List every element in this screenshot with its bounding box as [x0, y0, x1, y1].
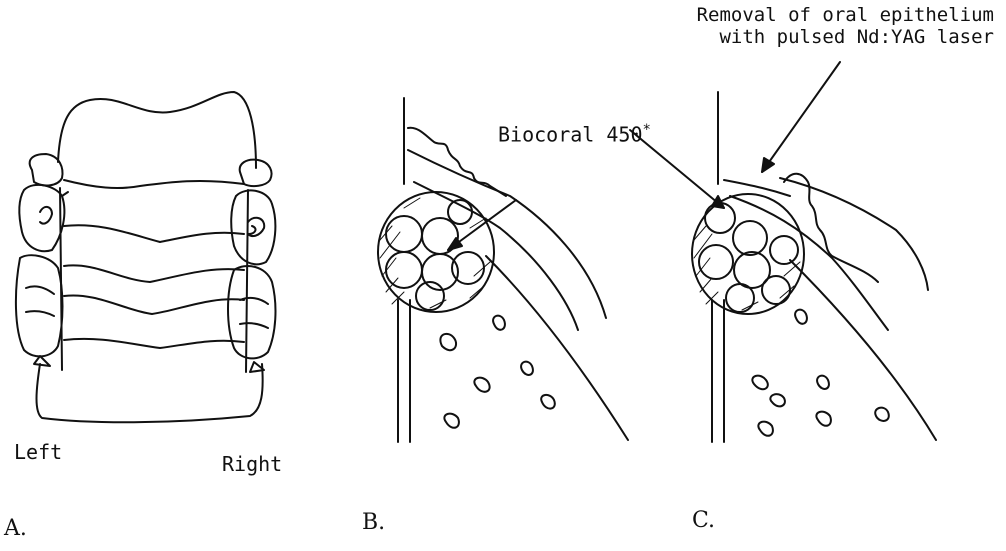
panel-c-drawing — [630, 62, 936, 442]
ridge-contour-3 — [64, 265, 244, 282]
biocoral-label: Biocoral 450* — [498, 122, 651, 147]
biocoral-arrowhead-b — [448, 238, 462, 250]
ridge-contour-2 — [64, 225, 244, 242]
bone-trabeculae-c — [752, 310, 888, 436]
bone-crest-line — [486, 256, 628, 440]
graft-particles — [386, 200, 484, 310]
biocoral-label-mark: * — [643, 122, 651, 138]
ridge-contour-4 — [64, 295, 244, 314]
panel-c-letter: C. — [692, 508, 715, 533]
biocoral-label-text: Biocoral 450 — [498, 123, 643, 147]
ridge-top-outline — [58, 92, 256, 168]
bone-crest-line-c — [790, 260, 936, 440]
ridge-right-inner-side — [246, 190, 248, 372]
panel-b-letter: B. — [362, 510, 385, 535]
panel-b-drawing — [378, 98, 628, 442]
laser-annotation-line2: with pulsed Nd:YAG laser — [697, 26, 994, 48]
ridge-contour-5 — [64, 339, 244, 348]
bone-trabeculae — [440, 316, 554, 428]
panel-a-letter: A. — [4, 516, 27, 541]
laser-annotation-line1: Removal of oral epithelium — [697, 4, 994, 26]
gingiva-inner-band-c — [730, 196, 888, 330]
panel-a-drawing — [16, 92, 276, 422]
biocoral-arrowhead-c — [712, 196, 724, 208]
ridge-contour-1 — [64, 180, 244, 188]
laser-arrowhead — [762, 158, 774, 172]
right-label: Right — [222, 452, 282, 476]
laser-annotation: Removal of oral epithelium with pulsed N… — [697, 4, 994, 48]
gingiva-upper-edge-c — [724, 180, 790, 196]
laser-arrow — [762, 62, 840, 172]
ridge-bottom-outline — [37, 364, 263, 422]
left-label: Left — [14, 440, 62, 464]
defect-outline — [378, 192, 494, 312]
